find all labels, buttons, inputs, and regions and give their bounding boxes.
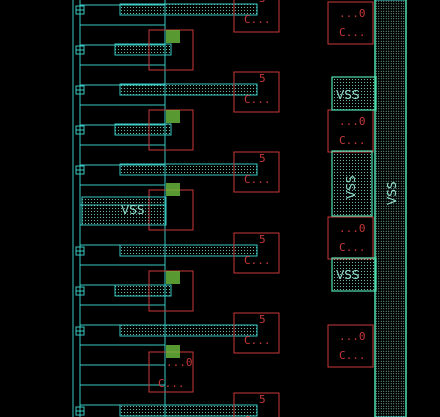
metal-stripe-short[interactable] [75,29,194,71]
cell-box [233,0,280,33]
pin-label-c: C... [244,173,271,186]
right-cell[interactable]: ...0C... [327,324,374,368]
vss-strap-2[interactable]: VSS [331,150,373,217]
stripe-body [114,284,172,297]
stripe-body [119,3,258,16]
metal-stripe-long[interactable]: 5C... [75,392,280,417]
vss-strap-3[interactable]: VSS [331,257,377,292]
vss-strap-strap-label: VSS [385,182,399,205]
stripe-body [119,244,258,257]
cell-box-mid [148,345,194,393]
pin-label-c: C... [339,134,366,147]
pin-label-o: ...0 [339,7,366,20]
cell-box [233,71,280,113]
cell-box [233,392,280,417]
cell-box [327,324,374,368]
pin-label-5: 5 [259,313,266,326]
vss-label: VSS [336,268,359,282]
pin-label-5: 5 [259,233,266,246]
pin-label-c: C... [244,254,271,267]
metal-stripe-long[interactable]: 5C... [75,312,280,354]
cell-box [327,1,374,45]
stripe-body [119,404,258,417]
stripe-body [114,43,172,56]
pin-label-5: 5 [259,152,266,165]
pin-label-c: C... [244,13,271,26]
cell-box [233,151,280,193]
pin-label-c: C... [339,349,366,362]
metal-stripe-long[interactable]: 5C... [75,71,280,113]
metal-stripe-long[interactable]: 5C... [75,232,280,274]
stripe-body [114,123,172,136]
pin-label-o: ...0 [166,356,193,369]
power-strap-column[interactable] [374,0,407,417]
pin-label-o: ...0 [339,222,366,235]
stripe-body [119,324,258,337]
metal-stripe-short[interactable] [75,109,194,151]
right-cell-boxes: ...0C......0C......0C......0C... [327,1,374,368]
via-green [166,110,180,123]
metal-stripe-long[interactable]: 5C... [75,0,280,33]
pin-label-o: ...0 [339,115,366,128]
pin-label-5: 5 [259,393,266,406]
pin-label-5: 5 [259,72,266,85]
pin-label-c: C... [339,241,366,254]
pin-label-c: C... [158,377,185,390]
metal-rows: 5C...5C...5C...5C...5C...5C......0C... [75,0,280,417]
cell-box [233,232,280,274]
stripe-body [119,163,258,176]
right-cell[interactable]: ...0C... [327,216,374,260]
right-cell[interactable]: ...0C... [327,109,374,153]
metal-stripe-short[interactable] [75,270,194,312]
vss-label: VSS [336,88,359,102]
via-green [166,271,180,284]
vss-strap-1[interactable]: VSS [331,76,377,111]
via-green [166,30,180,43]
pin-label-o: ...0 [339,330,366,343]
vss-left-block[interactable]: VSS [81,196,167,226]
pin-label-5: 5 [259,0,266,5]
right-cell[interactable]: ...0C... [327,1,374,45]
pin-label-c: C... [244,414,271,417]
pin-label-c: C... [339,26,366,39]
vss-label-vertical: VSS [344,176,358,199]
vss-label-vertical: VSS [385,182,399,205]
cell-box [233,312,280,354]
via-green [166,183,180,196]
pin-label-c: C... [244,93,271,106]
pin-label-c: C... [244,334,271,347]
metal-stripe-long[interactable]: 5C... [75,151,280,193]
vss-label: VSS [121,203,144,217]
via-green [166,345,180,358]
stripe-body [119,83,258,96]
